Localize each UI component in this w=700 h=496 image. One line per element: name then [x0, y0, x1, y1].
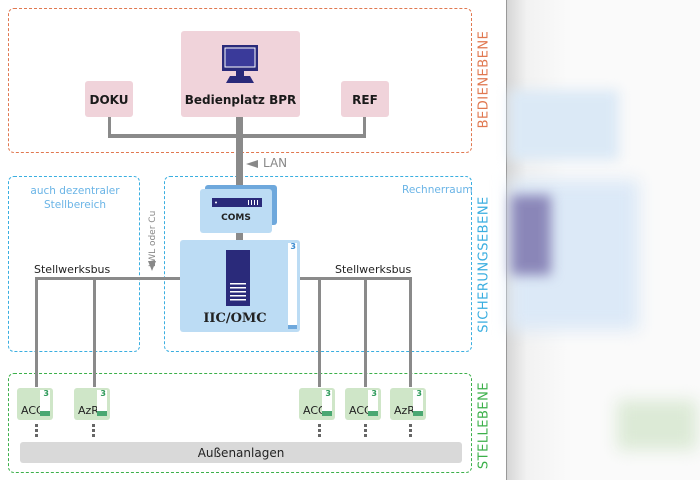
blurred-overlay-pane: [506, 0, 700, 480]
dotted-connector: [318, 424, 321, 438]
monitor-icon: [222, 45, 258, 83]
bpr-label: Bedienplatz BPR: [184, 93, 297, 107]
dotted-connector: [92, 424, 95, 438]
aussenanlagen-bar: Außenanlagen: [20, 442, 462, 463]
module-acc-2[interactable]: ACC 3: [299, 388, 335, 420]
module-azr-2[interactable]: AzR 3: [390, 388, 426, 420]
dezentral-zone: [8, 176, 140, 352]
module-status-bar: [40, 411, 50, 416]
link-arrow-icon: [148, 261, 156, 271]
bus-drop-4: [364, 277, 367, 387]
server-rack-icon: [212, 198, 262, 207]
blurred-shape: [511, 195, 551, 275]
iic-omc-box[interactable]: IIC/OMC 3: [180, 240, 300, 332]
iic-status-bar: [288, 325, 297, 329]
module-badge: 3: [416, 389, 422, 398]
bus-drop-1: [35, 277, 38, 387]
lan-arrow-icon: [246, 160, 258, 168]
module-badge: 3: [43, 389, 49, 398]
link-type-label: LWL oder Cu: [148, 210, 158, 267]
bus-drop-2: [93, 277, 96, 387]
iic-status-slot: 3: [288, 242, 297, 329]
doku-label: DOKU: [89, 93, 129, 107]
doku-connector: [108, 116, 111, 136]
layer-label-stellebene: STELLEBENE: [476, 381, 492, 470]
aussenanlagen-label: Außenanlagen: [197, 445, 285, 460]
bus-drop-3: [318, 277, 321, 387]
module-status-bar: [322, 411, 332, 416]
server-tower-icon: [226, 250, 250, 306]
rechnerraum-label: Rechnerraum: [402, 184, 473, 196]
coms-iic-connector: [236, 228, 243, 242]
module-label: ACC: [349, 404, 372, 417]
module-acc-3[interactable]: ACC 3: [345, 388, 381, 420]
iic-badge: 3: [290, 242, 296, 251]
coms-box[interactable]: COMS: [200, 189, 272, 233]
stellwerksbus-right-line: [298, 277, 411, 280]
stellwerksbus-right-label: Stellwerksbus: [335, 263, 412, 276]
module-label: AzR: [394, 404, 415, 417]
coms-label: COMS: [221, 213, 251, 223]
stellwerksbus-left-line: [35, 277, 180, 280]
lan-trunk-line: [236, 116, 243, 190]
ref-label: REF: [352, 93, 378, 107]
module-acc-1[interactable]: ACC 3: [17, 388, 53, 420]
doku-box[interactable]: DOKU: [85, 81, 133, 117]
module-badge: 3: [371, 389, 377, 398]
module-badge: 3: [325, 389, 331, 398]
ref-connector: [363, 116, 366, 136]
ref-box[interactable]: REF: [341, 81, 389, 117]
module-azr-1[interactable]: AzR 3: [74, 388, 110, 420]
module-label: ACC: [303, 404, 326, 417]
module-label: AzR: [78, 404, 99, 417]
layer-label-bedienebene: BEDIENEBENE: [476, 30, 492, 129]
module-badge: 3: [100, 389, 106, 398]
bus-drop-5: [409, 277, 412, 387]
blurred-shape: [509, 90, 619, 160]
iic-omc-label: IIC/OMC: [203, 311, 267, 326]
stellwerksbus-left-label: Stellwerksbus: [34, 263, 111, 276]
module-label: ACC: [21, 404, 44, 417]
module-status-bar: [368, 411, 378, 416]
stellebene-zone: [8, 373, 472, 473]
bpr-box[interactable]: Bedienplatz BPR: [181, 31, 300, 117]
blurred-shape: [617, 400, 697, 450]
lan-label: LAN: [263, 156, 288, 170]
layer-label-sicherungsebene: SICHERUNGSEBENE: [476, 196, 492, 333]
module-status-bar: [413, 411, 423, 416]
dotted-connector: [364, 424, 367, 438]
module-status-bar: [97, 411, 107, 416]
dezentral-label: auch dezentraler Stellbereich: [30, 185, 120, 211]
dotted-connector: [409, 424, 412, 438]
dotted-connector: [35, 424, 38, 438]
